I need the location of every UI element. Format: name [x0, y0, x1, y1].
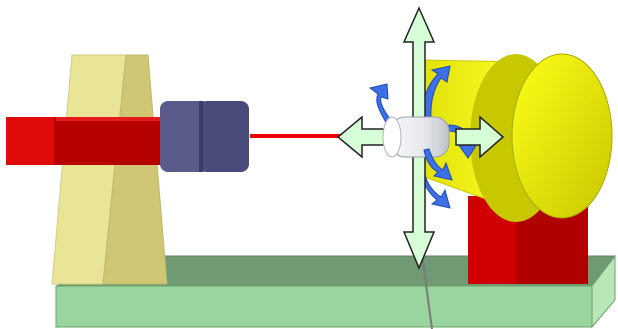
laser-device — [6, 117, 162, 165]
cylinder-sensor — [382, 116, 450, 158]
camera-body-edge — [199, 101, 203, 172]
rotation-arrow-icon — [423, 148, 453, 181]
base-plate-front — [55, 285, 593, 328]
right-arrow-icon — [455, 115, 505, 159]
cylinder-ring — [432, 119, 439, 155]
target-assembly — [421, 53, 613, 284]
camera-body-back — [160, 101, 210, 172]
base-plate-side — [591, 254, 616, 329]
laser-body-left — [6, 117, 54, 165]
camera-body-front — [199, 101, 249, 172]
stand-right-face — [102, 54, 168, 285]
cylinder-face — [382, 116, 402, 158]
laser-body-right — [54, 117, 162, 165]
stand — [51, 54, 168, 285]
camera — [160, 101, 249, 172]
target-disk-face — [511, 53, 613, 219]
laser-body-highlight — [56, 117, 160, 121]
